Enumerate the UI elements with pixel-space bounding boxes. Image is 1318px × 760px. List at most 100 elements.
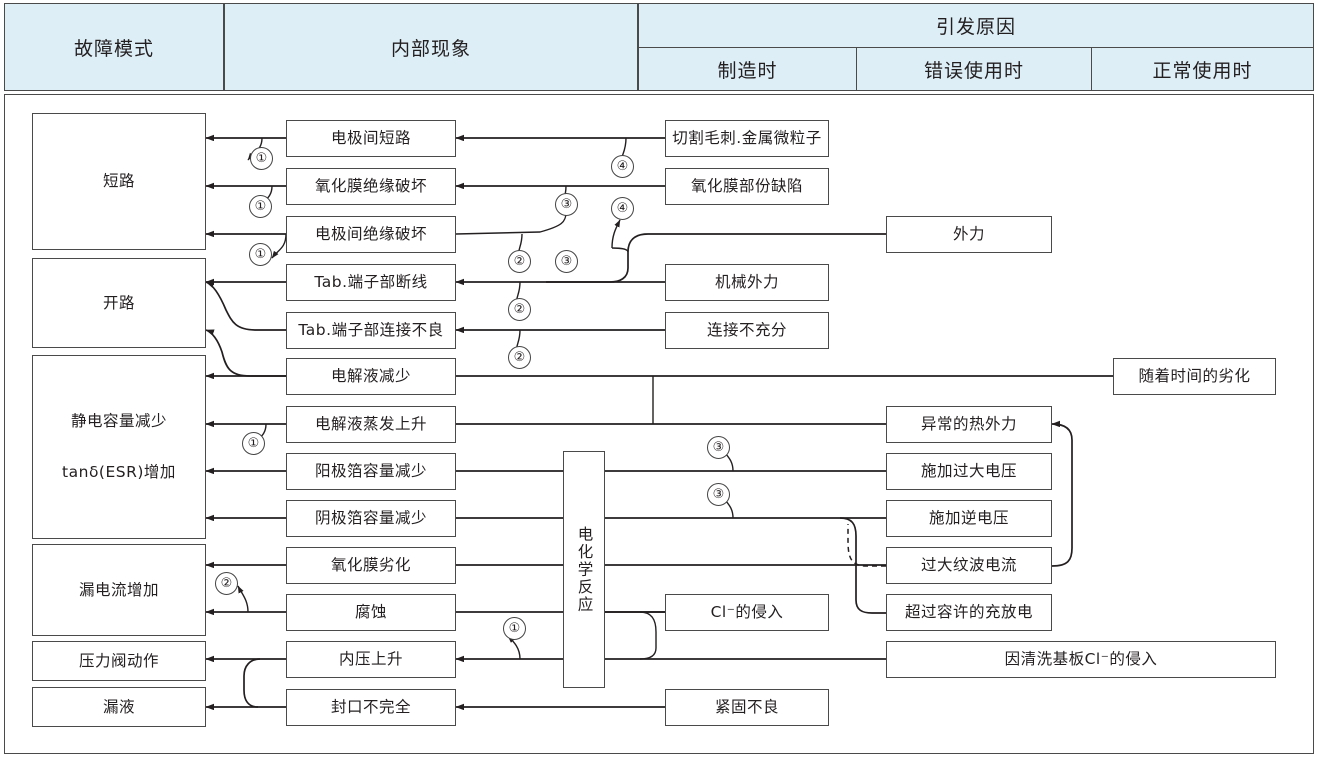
phenomenon-corrosion-label: 腐蚀 <box>354 603 387 622</box>
marker-1d-label: ① <box>247 436 260 451</box>
failure-mode-pressure-valve-label: 压力阀动作 <box>78 651 159 670</box>
marker-4a: ④ <box>611 155 634 178</box>
failure-mode-short-circuit[interactable]: 短路 <box>32 113 206 250</box>
phenomenon-oxide-film-degradation-label: 氧化膜劣化 <box>330 556 411 575</box>
marker-1b-label: ① <box>254 199 267 214</box>
marker-3c-label: ③ <box>712 440 725 455</box>
cause-oxide-film-partial-defect[interactable]: 氧化膜部份缺陷 <box>665 168 829 205</box>
phenomenon-inter-electrode-insulation-breakdown[interactable]: 电极间绝缘破坏 <box>286 216 456 253</box>
failure-mode-leakage-current[interactable]: 漏电流增加 <box>32 544 206 636</box>
cause-reverse-voltage-applied[interactable]: 施加逆电压 <box>886 500 1052 537</box>
header-internal-phenomenon-label: 内部现象 <box>390 37 471 60</box>
cause-cutting-burr-metal-particles-label: 切割毛刺.金属微粒子 <box>672 129 822 148</box>
failure-mode-short-circuit-label: 短路 <box>102 172 135 191</box>
marker-1a-label: ① <box>255 151 268 166</box>
phenomenon-tab-terminal-break-label: Tab.端子部断线 <box>314 273 428 292</box>
cause-excessive-charge-discharge-label: 超过容许的充放电 <box>904 603 1033 622</box>
cause-poor-fastening[interactable]: 紧固不良 <box>665 689 829 726</box>
failure-mode-liquid-leak[interactable]: 漏液 <box>32 687 206 727</box>
marker-4b-label: ④ <box>616 201 629 216</box>
marker-2b: ② <box>508 298 531 321</box>
cause-abnormal-thermal-force[interactable]: 异常的热外力 <box>886 406 1052 443</box>
cause-excessive-ripple-current[interactable]: 过大纹波电流 <box>886 547 1052 584</box>
cause-excessive-charge-discharge[interactable]: 超过容许的充放电 <box>886 594 1052 631</box>
failure-mode-leakage-current-label: 漏电流增加 <box>78 580 159 599</box>
marker-2d-label: ② <box>220 576 233 591</box>
failure-mode-capacitance-drop-label: 静电容量减少 <box>70 412 167 431</box>
header-cause-misuse-label: 错误使用时 <box>923 59 1024 82</box>
failure-mode-tand-increase-label: tanδ(ESR)增加 <box>62 463 176 481</box>
phenomenon-inter-electrode-short-label: 电极间短路 <box>330 129 411 148</box>
marker-2c-label: ② <box>513 350 526 365</box>
marker-1a: ① <box>250 147 273 170</box>
cause-mechanical-external-force[interactable]: 机械外力 <box>665 264 829 301</box>
electrochemical-reaction-box[interactable]: 电化学反应 <box>563 451 605 688</box>
failure-mode-open-circuit[interactable]: 开路 <box>32 258 206 348</box>
phenomenon-tab-terminal-bad-connection-label: Tab.端子部连接不良 <box>298 321 444 340</box>
header-cause-manufacture-label: 制造时 <box>717 59 778 82</box>
cause-time-degradation[interactable]: 随着时间的劣化 <box>1113 358 1276 395</box>
failure-mode-capacitance-drop[interactable]: 静电容量减少 tanδ(ESR)增加 <box>32 355 206 539</box>
header-cause-misuse: 错误使用时 <box>856 47 1092 91</box>
phenomenon-internal-pressure-rise[interactable]: 内压上升 <box>286 641 456 678</box>
marker-3a: ③ <box>555 193 578 216</box>
phenomenon-anode-foil-capacitance-drop-label: 阳极箔容量减少 <box>314 462 427 481</box>
header-cause-normal-label: 正常使用时 <box>1152 59 1253 82</box>
marker-2d: ② <box>215 572 238 595</box>
failure-mode-pressure-valve[interactable]: 压力阀动作 <box>32 641 206 681</box>
cause-cutting-burr-metal-particles[interactable]: 切割毛刺.金属微粒子 <box>665 120 829 157</box>
failure-mode-liquid-leak-label: 漏液 <box>102 697 135 716</box>
cause-insufficient-connection[interactable]: 连接不充分 <box>665 312 829 349</box>
cause-chloride-from-pcb-cleaning-label: 因清洗基板Cl⁻的侵入 <box>1004 650 1158 669</box>
marker-1b: ① <box>249 195 272 218</box>
marker-3c: ③ <box>707 436 730 459</box>
marker-3b-label: ③ <box>560 254 573 269</box>
marker-4a-label: ④ <box>616 159 629 174</box>
marker-3d: ③ <box>707 483 730 506</box>
cause-oxide-film-partial-defect-label: 氧化膜部份缺陷 <box>690 177 803 196</box>
cause-overvoltage-applied[interactable]: 施加过大电压 <box>886 453 1052 490</box>
phenomenon-tab-terminal-break[interactable]: Tab.端子部断线 <box>286 264 456 301</box>
phenomenon-oxide-film-insulation-breakdown-label: 氧化膜绝缘破坏 <box>314 177 427 196</box>
phenomenon-anode-foil-capacitance-drop[interactable]: 阳极箔容量减少 <box>286 453 456 490</box>
phenomenon-electrolyte-evaporation[interactable]: 电解液蒸发上升 <box>286 406 456 443</box>
header-cause-normal: 正常使用时 <box>1091 47 1314 91</box>
header-internal-phenomenon: 内部现象 <box>224 3 638 91</box>
marker-2b-label: ② <box>513 302 526 317</box>
cause-poor-fastening-label: 紧固不良 <box>714 698 779 717</box>
phenomenon-electrolyte-decrease[interactable]: 电解液减少 <box>286 358 456 395</box>
marker-3a-label: ③ <box>560 197 573 212</box>
phenomenon-corrosion[interactable]: 腐蚀 <box>286 594 456 631</box>
cause-overvoltage-applied-label: 施加过大电压 <box>920 462 1017 481</box>
marker-2a: ② <box>508 250 531 273</box>
phenomenon-electrolyte-evaporation-label: 电解液蒸发上升 <box>314 415 427 434</box>
header-cause: 引发原因 <box>638 3 1314 48</box>
phenomenon-oxide-film-degradation[interactable]: 氧化膜劣化 <box>286 547 456 584</box>
phenomenon-internal-pressure-rise-label: 内压上升 <box>338 650 403 669</box>
marker-1c-label: ① <box>254 247 267 262</box>
marker-3b: ③ <box>555 250 578 273</box>
marker-2a-label: ② <box>513 254 526 269</box>
header-failure-mode-label: 故障模式 <box>73 37 154 60</box>
cause-reverse-voltage-applied-label: 施加逆电压 <box>928 509 1009 528</box>
marker-1c: ① <box>249 243 272 266</box>
cause-insufficient-connection-label: 连接不充分 <box>706 321 787 340</box>
phenomenon-inter-electrode-short[interactable]: 电极间短路 <box>286 120 456 157</box>
cause-time-degradation-label: 随着时间的劣化 <box>1138 367 1251 386</box>
phenomenon-inter-electrode-insulation-breakdown-label: 电极间绝缘破坏 <box>314 225 427 244</box>
phenomenon-tab-terminal-bad-connection[interactable]: Tab.端子部连接不良 <box>286 312 456 349</box>
phenomenon-incomplete-sealing-label: 封口不完全 <box>330 698 411 717</box>
electrochemical-reaction-label: 电化学反应 <box>575 525 594 614</box>
marker-1e: ① <box>503 617 526 640</box>
phenomenon-oxide-film-insulation-breakdown[interactable]: 氧化膜绝缘破坏 <box>286 168 456 205</box>
phenomenon-cathode-foil-capacitance-drop-label: 阴极箔容量减少 <box>314 509 427 528</box>
cause-external-force[interactable]: 外力 <box>886 216 1052 253</box>
phenomenon-electrolyte-decrease-label: 电解液减少 <box>330 367 411 386</box>
cause-mechanical-external-force-label: 机械外力 <box>714 273 779 292</box>
cause-chloride-from-pcb-cleaning[interactable]: 因清洗基板Cl⁻的侵入 <box>886 641 1276 678</box>
phenomenon-cathode-foil-capacitance-drop[interactable]: 阴极箔容量减少 <box>286 500 456 537</box>
phenomenon-incomplete-sealing[interactable]: 封口不完全 <box>286 689 456 726</box>
cause-chloride-ingress[interactable]: Cl⁻的侵入 <box>665 594 829 631</box>
marker-2c: ② <box>508 346 531 369</box>
